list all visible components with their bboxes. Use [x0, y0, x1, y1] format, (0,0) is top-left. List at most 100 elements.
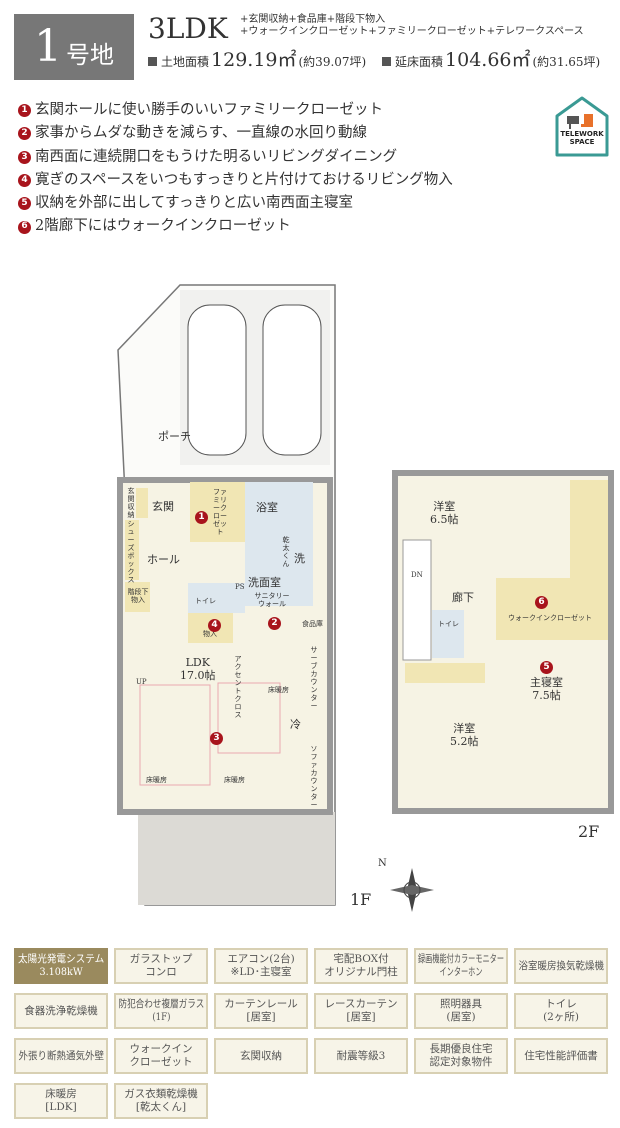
equipment-line2: クローゼット: [129, 1056, 193, 1068]
equipment-item: ガス衣類乾燥機[乾太くん]: [114, 1083, 208, 1119]
room-storage: 物入: [203, 630, 217, 638]
equipment-item: 長期優良住宅認定対象物件: [414, 1038, 508, 1074]
plan-type: 3LDK: [148, 12, 228, 45]
equipment-line1: 外張り断熱通気外壁: [18, 1049, 104, 1062]
floor-2-label: 2F: [578, 822, 600, 841]
floor-heating-label: 床暖房: [146, 776, 167, 784]
equipment-line1: 耐震等級3: [336, 1049, 386, 1062]
square-bullet-icon: [148, 57, 157, 66]
equipment-line2: インターホン: [439, 966, 483, 978]
equipment-item: 耐震等級3: [314, 1038, 408, 1074]
sanitary-wall-label: サニタリーウォール: [254, 592, 290, 608]
stairs: [402, 539, 432, 661]
stairs-up-label: UP: [136, 678, 147, 686]
room-shoes: シューズボックス: [127, 520, 135, 584]
feature-text: 収納を外部に出してすっきりと広い南西面主寝室: [35, 195, 353, 212]
equipment-line1: レースカーテン: [324, 998, 398, 1010]
number-badge: 1: [18, 104, 31, 118]
serve-counter-label: サーブカウンター: [310, 646, 318, 710]
equipment-item: 防犯合わせ複層ガラス(1F): [114, 993, 208, 1029]
lot-number: 1: [34, 21, 62, 72]
equipment-item: 外張り断熱通気外壁: [14, 1038, 108, 1074]
equipment-line2: [居室]: [246, 1011, 276, 1023]
equipment-line2: (居室): [446, 1011, 476, 1023]
equipment-line1: 長期優良住宅: [429, 1043, 493, 1055]
master-size: 7.5帖: [532, 689, 561, 702]
floor-area-value: 104.66㎡: [445, 49, 531, 71]
equipment-line1: 玄関収納: [240, 1049, 282, 1062]
equipment-line1: 宅配BOX付: [333, 953, 389, 965]
feature-item: 3 南西面に連続開口をもうけた明るいリビングダイニング: [18, 146, 453, 169]
stairs-down-label: DN: [411, 571, 423, 579]
compass-icon: [390, 868, 434, 912]
marker-3: 3: [210, 731, 223, 745]
room-hall: ホール: [147, 553, 180, 566]
equipment-line2: オリジナル門柱: [324, 966, 398, 978]
number-badge: 4: [18, 174, 31, 188]
marker-2: 2: [268, 616, 281, 630]
land-area-tsubo: (約39.07坪): [298, 55, 367, 69]
number-badge: 5: [18, 197, 31, 211]
equipment-line1: カーテンレール: [224, 998, 298, 1010]
feature-text: 南西面に連続開口をもうけた明るいリビングダイニング: [35, 148, 398, 165]
equipment-item: レースカーテン[居室]: [314, 993, 408, 1029]
garden-area: [138, 812, 335, 905]
room-washroom: 洗面室: [248, 576, 281, 589]
equipment-item: ウォークインクローゼット: [114, 1038, 208, 1074]
land-area: 土地面積 129.19㎡(約39.07坪): [148, 45, 366, 72]
car-icon: [187, 304, 322, 456]
toilet-2f-area: [432, 610, 464, 658]
bath-area: [245, 482, 313, 546]
equipment-line1: ウォークイン: [129, 1043, 193, 1055]
ldk-size: 17.0帖: [180, 669, 216, 682]
accent-cloth-label: アクセントクロス: [234, 655, 242, 719]
room-wic: ウォークインクローゼット: [508, 614, 592, 622]
equipment-line2: (2ヶ所): [543, 1011, 579, 1023]
room-family-closet: ファミリークローゼット: [213, 488, 227, 536]
fridge-label: 冷: [290, 718, 301, 731]
room-toilet-2f: トイレ: [438, 620, 459, 628]
plan-extras: +玄関収納+食品庫+階段下物入 +ウォークインクローゼット+ファミリークローゼッ…: [240, 14, 584, 38]
lot-number-badge: 1 号地: [14, 14, 134, 80]
equipment-line1: ガラストップ: [129, 953, 193, 965]
lot-suffix: 号地: [66, 40, 114, 69]
desk-chair-icon: [555, 96, 609, 157]
marker-1: 1: [195, 510, 208, 524]
equipment-line1: エアコン(2台): [227, 953, 295, 965]
feature-text: 寛ぎのスペースをいつもすっきりと片付けておけるリビング物入: [35, 171, 453, 188]
floor-heating-label: 床暖房: [224, 776, 245, 784]
compass-north-label: N: [378, 858, 387, 869]
equipment-line1: 食器洗浄乾燥機: [24, 1004, 98, 1017]
washer-label: 洗: [294, 552, 305, 565]
equipment-item: ガラストップコンロ: [114, 948, 208, 984]
equipment-line1: 照明器具: [440, 998, 482, 1010]
equipment-line1: ガス衣類乾燥機: [124, 1088, 198, 1100]
equipment-line2: [居室]: [346, 1011, 376, 1023]
extras-line-2: +ウォークインクローゼット+ファミリークローゼット+テレワークスペース: [240, 26, 584, 37]
number-badge: 3: [18, 150, 31, 164]
floor-heating-zone: [217, 682, 281, 754]
floor-area-tsubo: (約31.65坪): [532, 55, 601, 69]
floor-area: 延床面積 104.66㎡(約31.65坪): [382, 45, 600, 72]
room-hallway: 廊下: [452, 591, 474, 604]
room-toilet: トイレ: [195, 597, 216, 605]
toilet-area: [188, 583, 245, 613]
equipment-line2: [乾太くん]: [135, 1101, 187, 1113]
equipment-line2: 認定対象物件: [429, 1056, 493, 1068]
equipment-item: 玄関収納: [214, 1038, 308, 1074]
sofa-counter-label: ソファカウンター: [310, 745, 318, 809]
room-pantry: 食品庫: [302, 620, 323, 628]
number-badge: 2: [18, 127, 31, 141]
equipment-item: 床暖房[LDK]: [14, 1083, 108, 1119]
square-bullet-icon: [382, 57, 391, 66]
equipment-line2: ※LD･主寝室: [230, 966, 292, 978]
room-entrance-storage: 玄関収納: [127, 487, 135, 519]
master-label: 主寝室: [530, 676, 563, 689]
floor-area-label: 延床面積: [395, 55, 444, 69]
